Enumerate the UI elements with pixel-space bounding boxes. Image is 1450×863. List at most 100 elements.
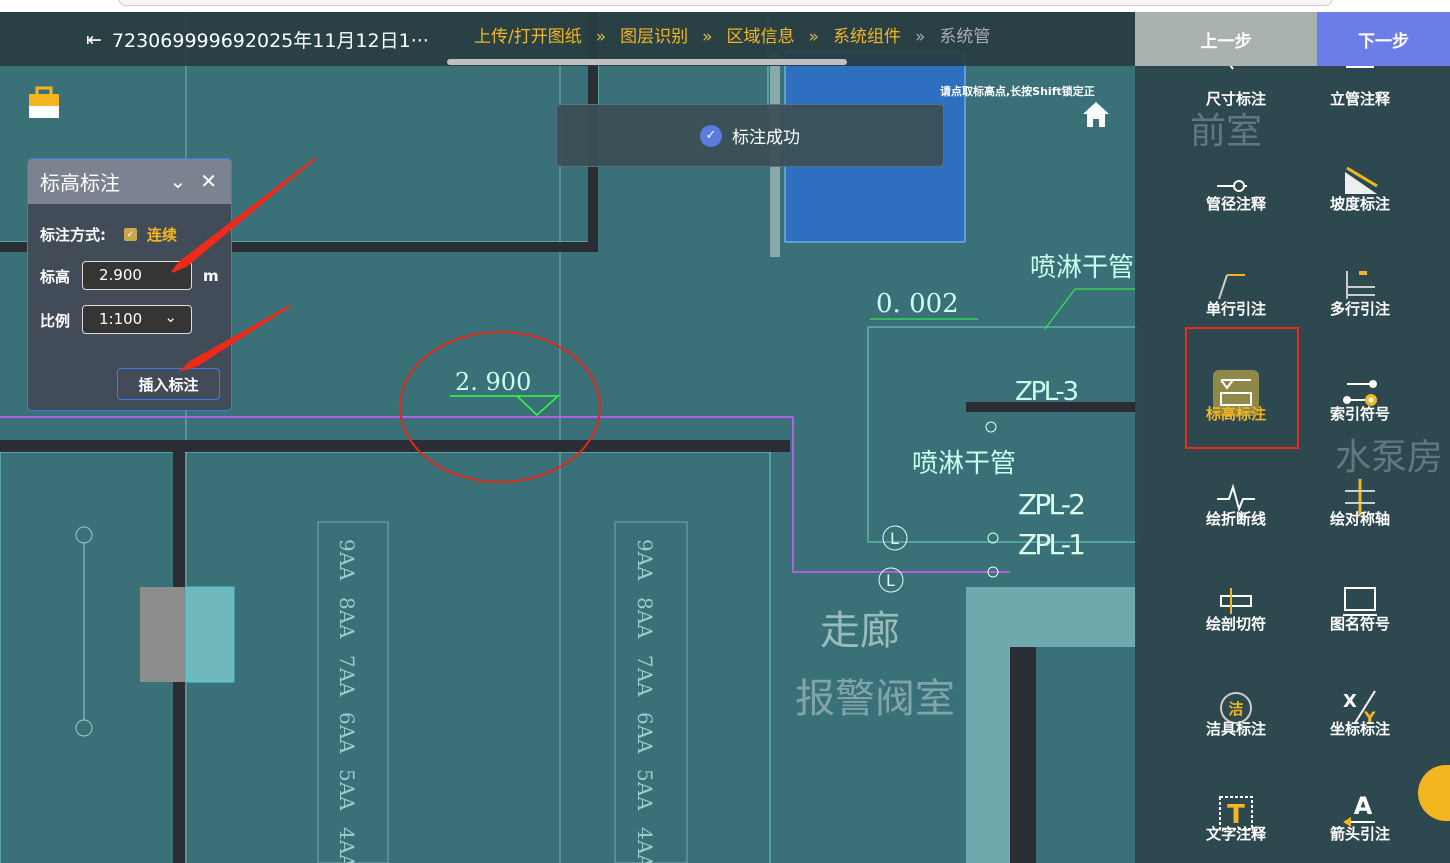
break-line-icon	[1213, 475, 1259, 521]
slope-icon	[1337, 160, 1383, 206]
col-label: 7AA	[633, 655, 657, 697]
tool-label: 绘剖切符	[1205, 615, 1266, 633]
scale-value: 1:100	[99, 310, 143, 328]
svg-text:A: A	[1354, 792, 1373, 820]
svg-text:T: T	[1227, 800, 1245, 830]
highlight-box	[1185, 327, 1299, 449]
col-label: 8AA	[335, 597, 359, 639]
col-label: 5AA	[633, 769, 657, 811]
col-label: 5AA	[335, 769, 359, 811]
col-label: 6AA	[633, 712, 657, 754]
tool-symmetry-axis[interactable]: 绘对称轴	[1300, 475, 1420, 575]
tool-label: 图名符号	[1329, 615, 1390, 633]
annotation-tool-panel: 尺寸标注 立管注释管径注释 坡度标注单行引注多行引注标高标注索引符号绘折断线 绘对称轴…	[1135, 66, 1450, 863]
single-leader-icon	[1213, 265, 1259, 311]
home-icon[interactable]	[1082, 100, 1110, 128]
drawing-name-icon	[1337, 580, 1383, 626]
col-label: 4AA	[335, 827, 359, 863]
tool-label: 绘对称轴	[1329, 510, 1390, 528]
prev-step-button[interactable]: 上一步	[1135, 12, 1317, 66]
check-icon: ✓	[700, 124, 722, 147]
tool-section-symbol[interactable]: 绘剖切符	[1176, 580, 1296, 680]
highlight-circle	[399, 331, 601, 483]
col-label: 9AA	[633, 539, 657, 581]
tool-riser-note[interactable]: 立管注释	[1300, 66, 1420, 155]
tool-label: 立管注释	[1329, 90, 1390, 108]
mode-label: 标注方式:	[40, 226, 106, 244]
chevron-down-icon: ⌄	[164, 308, 177, 326]
scale-select[interactable]: 1:100 ⌄	[82, 305, 192, 334]
elevation-input[interactable]: 2.900	[82, 261, 192, 290]
breadcrumb-scrollbar[interactable]	[447, 59, 847, 65]
tool-fixture[interactable]: 洁洁具标注	[1176, 685, 1296, 785]
success-toast: ✓ 标注成功	[556, 104, 944, 167]
col-label: 6AA	[335, 712, 359, 754]
elevation-label: 标高	[40, 268, 71, 286]
toast-message: 标注成功	[732, 128, 800, 148]
riser-label: ZPL-3	[1015, 377, 1079, 407]
tool-index-symbol[interactable]: 索引符号	[1300, 370, 1420, 470]
tool-slope[interactable]: 坡度标注	[1300, 160, 1420, 260]
tool-label: 文字注释	[1205, 825, 1266, 843]
separator: »	[595, 27, 607, 47]
elevation-mark[interactable]: 2. 900	[450, 368, 560, 417]
multi-leader-icon	[1337, 265, 1383, 311]
l-mark: L	[890, 529, 899, 548]
tool-dimension[interactable]: 尺寸标注	[1176, 66, 1296, 155]
tool-arrow-leader[interactable]: A 箭头引注	[1300, 790, 1420, 863]
step-layers[interactable]: 图层识别	[620, 27, 689, 47]
riser-label: ZPL-2	[1018, 488, 1086, 521]
close-icon[interactable]: ✕	[200, 169, 217, 193]
riser-note-icon	[1337, 66, 1383, 101]
tool-single-leader[interactable]: 单行引注	[1176, 265, 1296, 365]
browser-bar	[0, 0, 1450, 12]
room-label-front: 前室	[1190, 111, 1263, 152]
separator: »	[808, 27, 819, 47]
col-label: 4AA	[633, 827, 657, 863]
step-upload[interactable]: 上传/打开图纸	[474, 27, 582, 47]
toolbox-icon[interactable]	[27, 86, 61, 120]
col-label: 9AA	[335, 539, 359, 581]
tool-label: 坡度标注	[1329, 195, 1390, 213]
step-system[interactable]: 系统管	[939, 27, 991, 47]
tool-drawing-name[interactable]: 图名符号	[1300, 580, 1420, 680]
continuous-checkbox[interactable]: ✓	[124, 228, 137, 241]
step-components[interactable]: 系统组件	[832, 27, 901, 47]
insert-annotation-button[interactable]: 插入标注	[117, 368, 220, 400]
exit-icon[interactable]: ⇤	[86, 28, 102, 51]
cad-drawing: 9AA 8AA 7AA 6AA 5AA 4AA 9AA 8AA 7AA 6AA …	[0, 12, 1139, 863]
col-label: 8AA	[633, 597, 657, 639]
tool-elevation[interactable]: 标高标注	[1176, 370, 1296, 470]
tool-pipe-diameter[interactable]: 管径注释	[1176, 160, 1296, 260]
separator: »	[702, 27, 713, 47]
room-label-pump: 水泵房	[1335, 437, 1444, 478]
svg-text:Y: Y	[1363, 708, 1376, 727]
text-note-icon: T	[1213, 790, 1259, 836]
scale-label: 比例	[40, 312, 71, 330]
tool-multi-leader[interactable]: 多行引注	[1300, 265, 1420, 365]
next-step-button[interactable]: 下一步	[1317, 12, 1450, 66]
col-label: 7AA	[335, 655, 359, 697]
tool-label: 尺寸标注	[1205, 90, 1266, 108]
tool-label: 绘折断线	[1205, 510, 1266, 528]
svg-text:洁: 洁	[1228, 700, 1243, 718]
elevation-mark-text: 2. 900	[455, 368, 531, 396]
room-label: 报警阀室	[795, 676, 955, 722]
unit-label: m	[203, 267, 219, 285]
tool-label: 坐标标注	[1329, 720, 1390, 738]
riser-label: ZPL-1	[1018, 528, 1086, 561]
arrow-leader-icon: A	[1337, 790, 1383, 836]
file-name: 723069999692025年11月12日1···	[111, 30, 429, 52]
tool-label: 箭头引注	[1329, 825, 1390, 843]
address-bar[interactable]	[118, 0, 1333, 6]
tool-break-line[interactable]: 绘折断线	[1176, 475, 1296, 575]
continuous-label[interactable]: 连续	[147, 226, 178, 244]
step-area[interactable]: 区域信息	[726, 27, 795, 47]
pipe-label: 喷淋干管	[1030, 253, 1134, 283]
collapse-icon[interactable]: ⌄	[169, 169, 187, 193]
step-breadcrumb: 上传/打开图纸» 图层识别» 区域信息» 系统组件» 系统管	[474, 26, 1004, 48]
tool-label: 管径注释	[1205, 195, 1266, 213]
pipe-diameter-icon	[1213, 160, 1259, 206]
